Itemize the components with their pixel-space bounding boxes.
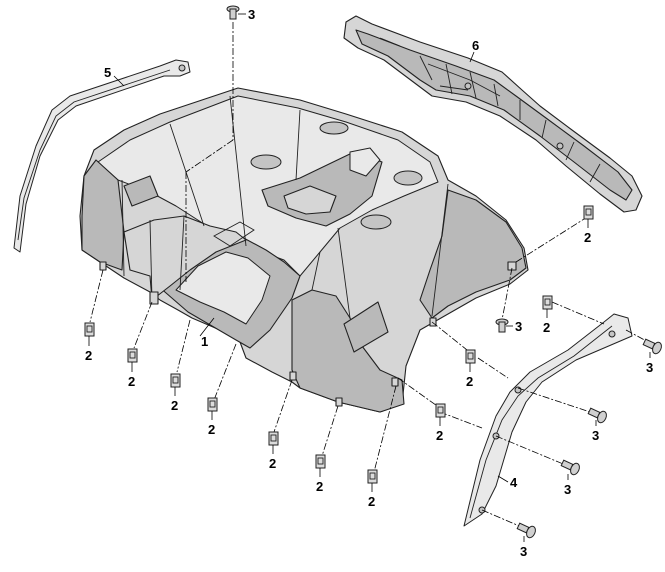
callout-clip-e: 2: [269, 456, 276, 471]
bolt-top: [226, 5, 240, 20]
right-fender-flare: [463, 313, 633, 527]
bolts: [226, 5, 662, 539]
callout-clip-k: 2: [584, 230, 591, 245]
clip-g: [367, 469, 378, 484]
clip-d: [207, 397, 218, 412]
left-fender-flare: [13, 59, 191, 253]
callout-right-flare: 4: [510, 475, 518, 490]
callout-clip-h: 2: [466, 374, 473, 389]
clip-j: [542, 295, 553, 310]
callout-main-fender: 1: [201, 334, 208, 349]
main-rear-fender: [79, 87, 529, 413]
clip-i: [435, 403, 446, 418]
clip-k: [583, 205, 594, 220]
bolt-mid: [587, 407, 607, 424]
callout-bolt-right: 3: [646, 360, 653, 375]
callout-bolt-lower: 3: [564, 482, 571, 497]
callout-clip-b: 2: [128, 374, 135, 389]
clip-e: [268, 431, 279, 446]
bolt-bottom: [516, 522, 536, 539]
clip-f: [315, 454, 326, 469]
callout-clip-c: 2: [171, 398, 178, 413]
callout-clip-d: 2: [208, 422, 215, 437]
clip-h: [465, 349, 476, 364]
callout-clip-g: 2: [368, 494, 375, 509]
callout-clip-a: 2: [85, 348, 92, 363]
callout-clip-f: 2: [316, 479, 323, 494]
callout-clip-i: 2: [436, 428, 443, 443]
clip-c: [170, 373, 181, 388]
callout-clip-j: 2: [543, 320, 550, 335]
bolt-center: [495, 318, 509, 333]
callout-bolt-top: 3: [248, 7, 255, 22]
callout-bolt-center: 3: [515, 319, 522, 334]
rear-rack: [343, 15, 643, 213]
callout-bolt-bottom: 3: [520, 544, 527, 559]
clips: [84, 205, 594, 484]
callout-labels: 3 5 6 1 4 3 2 2 2 2 2 2 2 2 2 2 2 3 3 3 …: [85, 7, 653, 559]
clip-a: [84, 322, 95, 337]
clip-b: [127, 348, 138, 363]
assembly-lines: [89, 22, 653, 529]
leader-lines: [88, 13, 651, 542]
callout-bolt-mid: 3: [592, 428, 599, 443]
bolt-right: [642, 338, 662, 355]
callout-rear-rack: 6: [472, 38, 479, 53]
callout-left-flare: 5: [104, 65, 111, 80]
bolt-lower: [560, 459, 580, 476]
